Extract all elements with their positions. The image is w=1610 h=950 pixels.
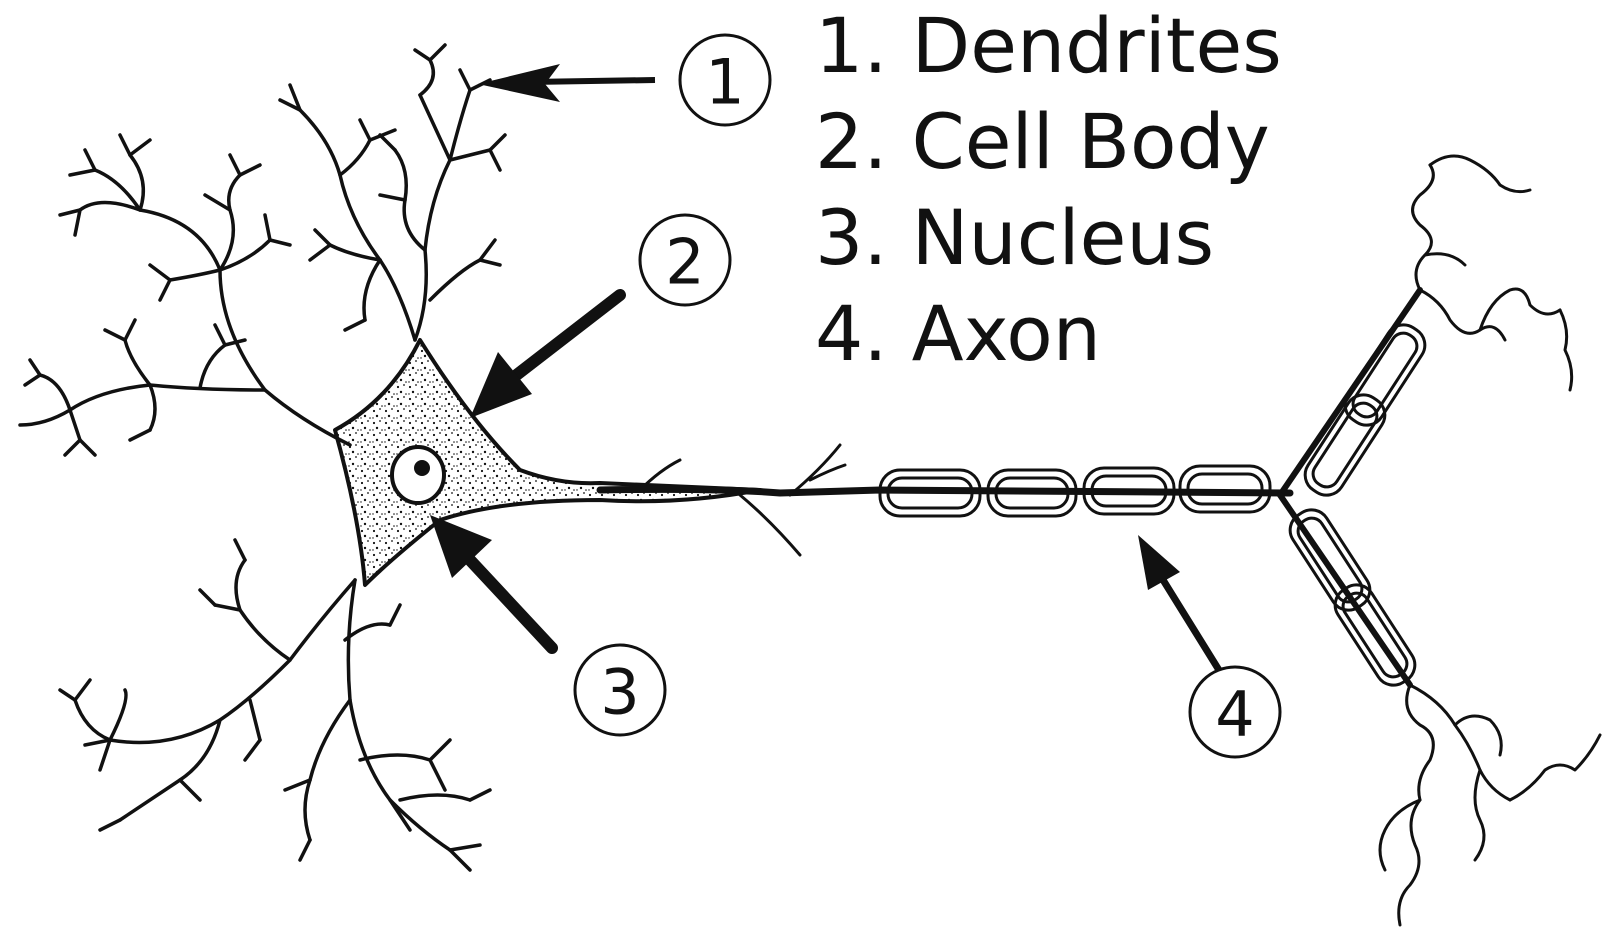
- legend-item-axon: 4. Axon: [815, 289, 1101, 378]
- callout-2-number: 2: [665, 226, 704, 299]
- callout-4: 4: [1190, 667, 1280, 757]
- callout-1: 1: [680, 35, 770, 125]
- legend: 1. Dendrites 2. Cell Body 3. Nucleus 4. …: [815, 1, 1282, 378]
- callout-3-number: 3: [600, 656, 639, 729]
- callout-3: 3: [575, 645, 665, 735]
- nucleus: [392, 447, 444, 503]
- legend-item-cell-body: 2. Cell Body: [815, 97, 1270, 186]
- callout-1-number: 1: [705, 46, 744, 119]
- legend-item-dendrites: 1. Dendrites: [815, 1, 1282, 90]
- callout-4-number: 4: [1215, 678, 1254, 751]
- legend-item-nucleus: 3. Nucleus: [815, 193, 1214, 282]
- callout-2: 2: [640, 215, 730, 305]
